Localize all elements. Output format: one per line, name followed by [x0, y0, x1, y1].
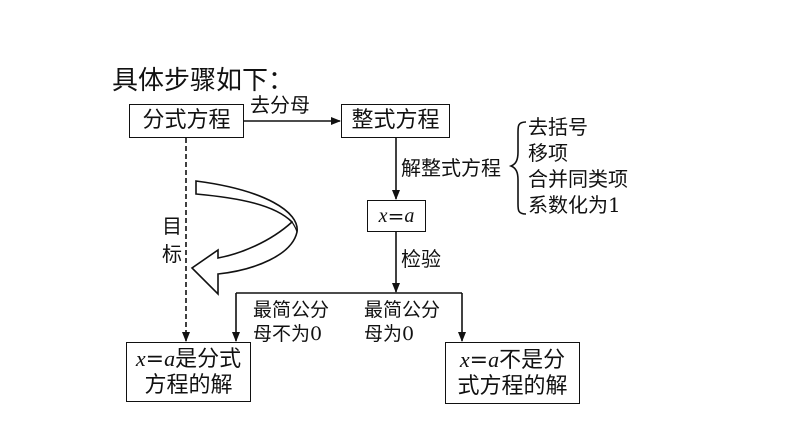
step-item: 去括号 — [528, 115, 588, 139]
var-a: a — [164, 345, 176, 371]
label-lcd-zero: 最简公分 母为0 — [364, 298, 440, 346]
label-lcd-nonzero: 最简公分 母不为0 — [253, 298, 329, 346]
lcd-zero-line2: 母为0 — [364, 323, 415, 345]
equals-sign: = — [469, 347, 489, 373]
label-solve-integral: 解整式方程 — [401, 156, 501, 180]
equals-sign: = — [387, 204, 405, 228]
var-x: x — [378, 205, 388, 227]
lcd-nonzero-line1: 最简公分 — [253, 299, 330, 321]
equals-sign: = — [145, 346, 165, 372]
step-item: 移项 — [528, 141, 568, 165]
step-item: 合并同类项 — [528, 167, 628, 191]
goal-char2: 标 — [162, 242, 182, 266]
box-is-solution: x=a是分式 方程的解 — [126, 342, 251, 402]
page-title: 具体步骤如下： — [112, 66, 295, 96]
steps-list: 去括号 移项 合并同类项 系数化为1 — [528, 114, 628, 218]
curved-goal-arrow-icon — [190, 180, 298, 296]
label-goal: 目 标 — [162, 214, 182, 266]
box-integral-equation: 整式方程 — [341, 104, 450, 138]
lcd-nonzero-line2: 母不为0 — [253, 323, 323, 345]
var-a: a — [404, 205, 415, 227]
step-item: 系数化为1 — [528, 193, 621, 217]
is-solution-text: 是分式 — [175, 346, 242, 372]
goal-char1: 目 — [162, 214, 182, 238]
not-solution-line1: x=a不是分 — [460, 347, 565, 374]
lcd-zero-line1: 最简公分 — [364, 299, 441, 321]
not-solution-line2: 式方程的解 — [457, 373, 568, 399]
curly-brace — [508, 121, 527, 215]
box-fractional-equation: 分式方程 — [129, 104, 244, 138]
var-x: x — [135, 345, 146, 371]
is-solution-line2: 方程的解 — [144, 372, 233, 398]
not-solution-text: 不是分 — [499, 347, 566, 373]
label-check: 检验 — [401, 247, 441, 271]
is-solution-line1: x=a是分式 — [136, 346, 241, 373]
label-remove-denominator: 去分母 — [250, 93, 310, 117]
var-a: a — [488, 346, 500, 372]
box-solution: x=a — [367, 200, 426, 232]
box-not-solution: x=a不是分 式方程的解 — [445, 342, 580, 404]
var-x: x — [459, 346, 470, 372]
